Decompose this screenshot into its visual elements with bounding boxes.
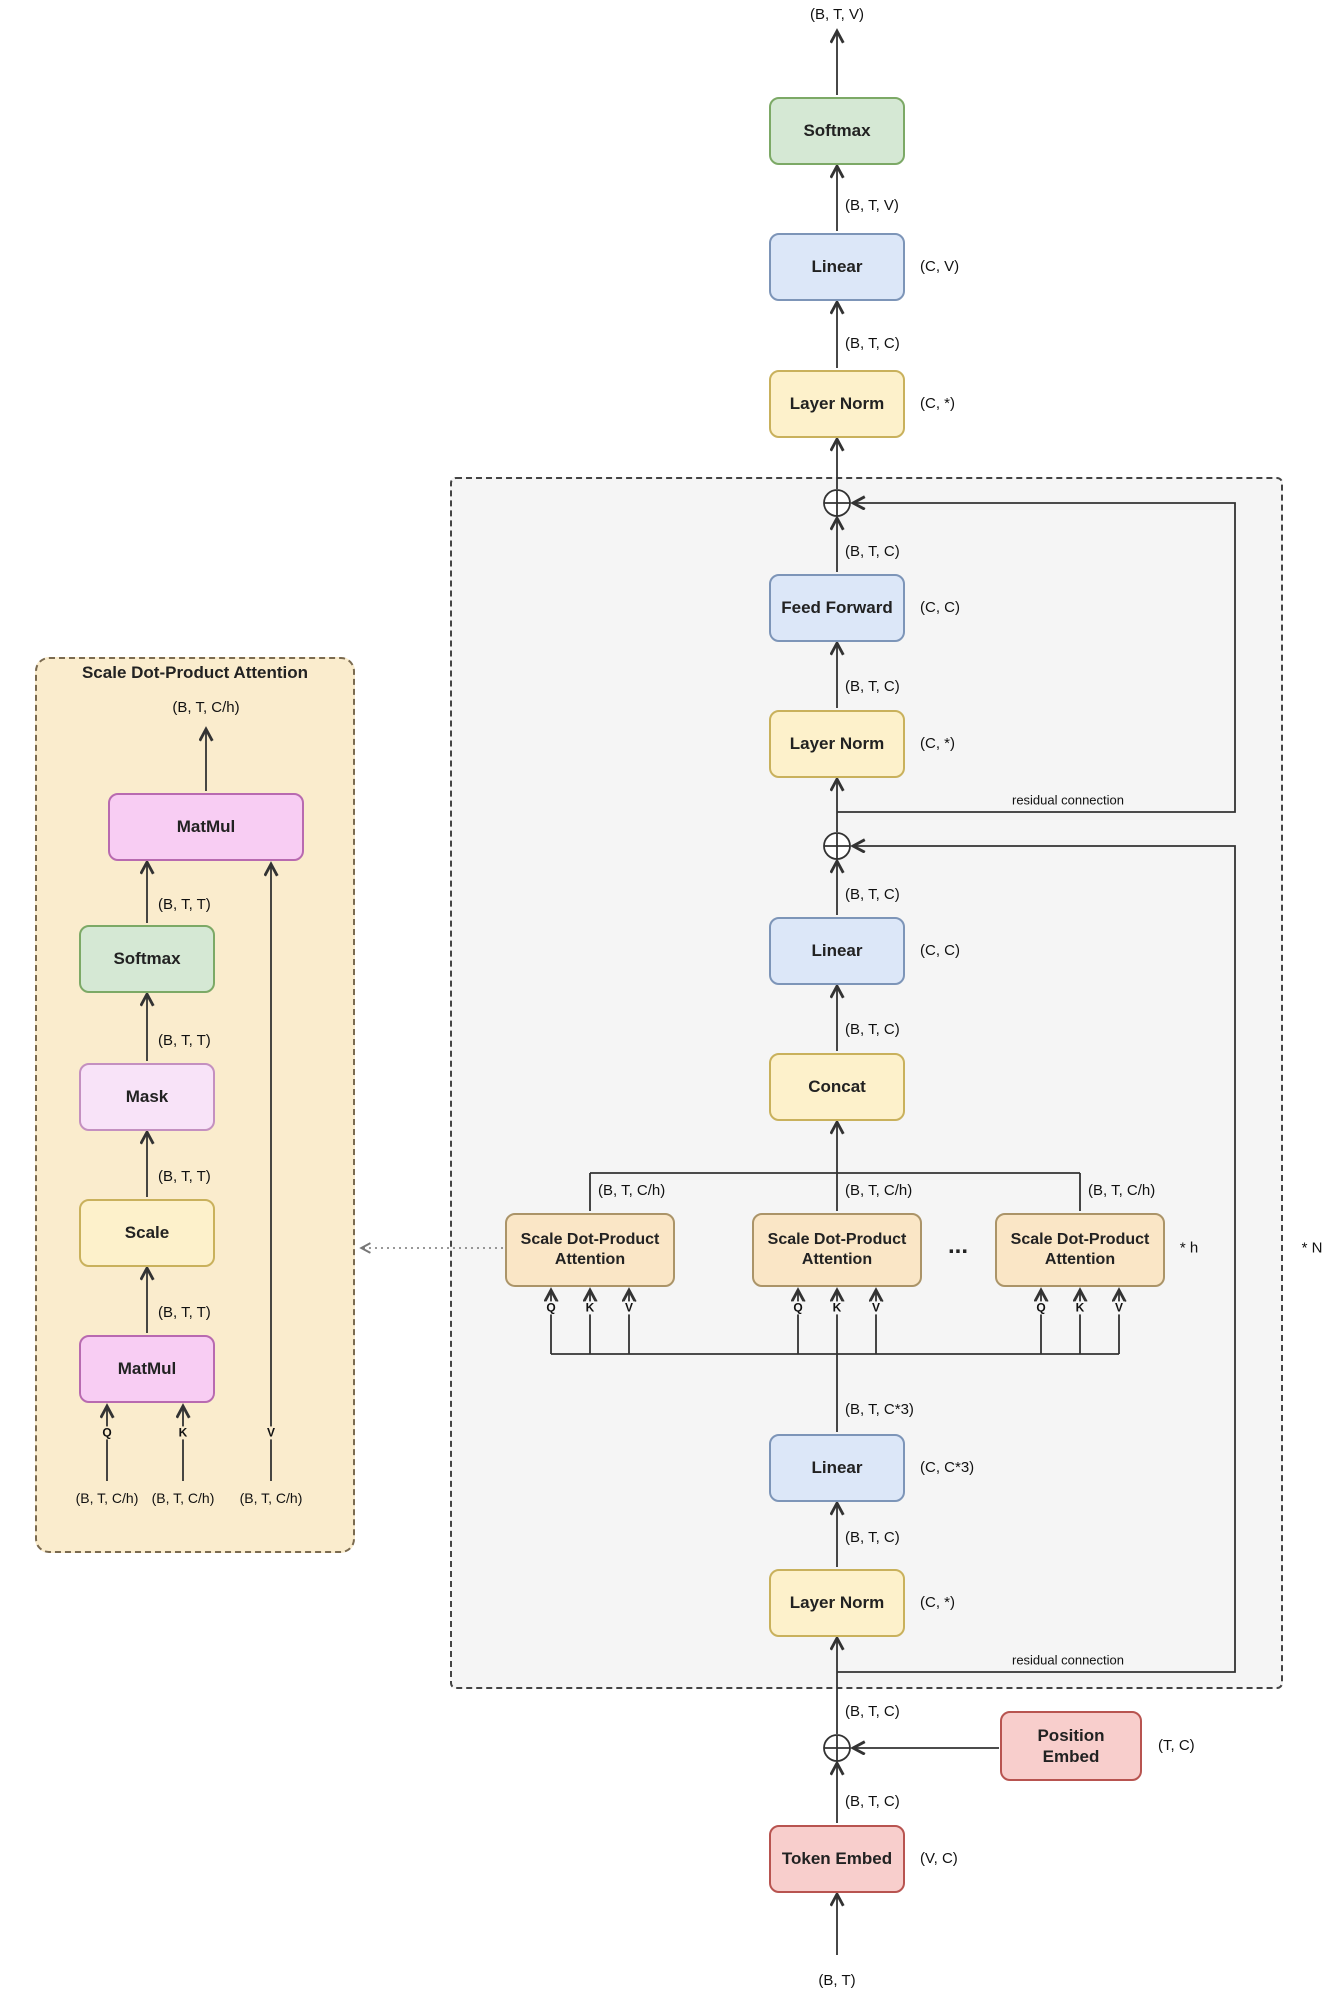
heads-repeat-label: * h: [1179, 1239, 1199, 1257]
layernorm1-param: (C, *): [920, 1594, 955, 1611]
detail-mask-box: Mask: [79, 1063, 215, 1131]
layernorm2-box: Layer Norm: [769, 710, 905, 778]
embed-sum-output-shape: (B, T, C): [845, 1703, 900, 1720]
head2-q-label: Q: [791, 1300, 805, 1315]
detail-k-label: K: [176, 1425, 190, 1440]
head3-v-label: V: [1112, 1300, 1126, 1315]
attention-head-1-box: Scale Dot-Product Attention: [505, 1213, 675, 1287]
head3-q-label: Q: [1034, 1300, 1048, 1315]
detail-k-shape: (B, T, C/h): [151, 1490, 215, 1506]
detail-matmul-output-shape: (B, T, T): [158, 1304, 211, 1321]
residual-connection-label-bottom: residual connection: [1008, 1652, 1128, 1668]
detail-softmax-output-shape: (B, T, T): [158, 896, 211, 913]
linear-head-box: Linear: [769, 233, 905, 301]
detail-scale-box: Scale: [79, 1199, 215, 1267]
block-repeat-label: * N: [1301, 1239, 1323, 1257]
attention-head-2-box: Scale Dot-Product Attention: [752, 1213, 922, 1287]
detail-mask-output-shape: (B, T, T): [158, 1032, 211, 1049]
linear-qkv-param: (C, C*3): [920, 1459, 975, 1476]
attention-head-3-box: Scale Dot-Product Attention: [995, 1213, 1165, 1287]
detail-output-shape: (B, T, C/h): [172, 699, 240, 716]
head2-k-label: K: [830, 1300, 844, 1315]
feed-forward-output-shape: (B, T, C): [845, 543, 900, 560]
final-layernorm-box: Layer Norm: [769, 370, 905, 438]
final-layernorm-param: (C, *): [920, 395, 955, 412]
detail-q-shape: (B, T, C/h): [75, 1490, 139, 1506]
head1-q-label: Q: [544, 1300, 558, 1315]
linear-qkv-box: Linear: [769, 1434, 905, 1502]
detail-v-label: V: [264, 1425, 278, 1440]
linear-head-param: (C, V): [920, 258, 960, 275]
layernorm1-output-shape: (B, T, C): [845, 1529, 900, 1546]
head2-v-label: V: [869, 1300, 883, 1315]
layernorm2-param: (C, *): [920, 735, 955, 752]
detail-matmul-top-box: MatMul: [108, 793, 304, 861]
feed-forward-param: (C, C): [920, 599, 960, 616]
softmax-box: Softmax: [769, 97, 905, 165]
concat-box: Concat: [769, 1053, 905, 1121]
linear-proj-param: (C, C): [920, 942, 960, 959]
linear-proj-box: Linear: [769, 917, 905, 985]
token-embed-box: Token Embed: [769, 1825, 905, 1893]
output-shape-label: (B, T, V): [810, 6, 864, 23]
layernorm2-output-shape: (B, T, C): [845, 678, 900, 695]
residual-connection-label-top: residual connection: [1008, 792, 1128, 808]
head1-k-label: K: [583, 1300, 597, 1315]
position-embed-param: (T, C): [1158, 1737, 1195, 1754]
layernorm1-box: Layer Norm: [769, 1569, 905, 1637]
position-embed-box: Position Embed: [1000, 1711, 1142, 1781]
detail-q-label: Q: [100, 1425, 114, 1440]
heads-ellipsis: ...: [947, 1232, 969, 1259]
head2-output-shape: (B, T, C/h): [845, 1182, 913, 1199]
feed-forward-box: Feed Forward: [769, 574, 905, 642]
head1-v-label: V: [622, 1300, 636, 1315]
detail-v-shape: (B, T, C/h): [239, 1490, 303, 1506]
token-embed-param: (V, C): [920, 1850, 958, 1867]
add-node-embed: [823, 1734, 851, 1762]
head3-output-shape: (B, T, C/h): [1088, 1182, 1156, 1199]
detail-matmul-bottom-box: MatMul: [79, 1335, 215, 1403]
linear-head-input-shape: (B, T, C): [845, 335, 900, 352]
softmax-input-shape: (B, T, V): [845, 197, 899, 214]
attention-detail-title: Scale Dot-Product Attention: [81, 663, 309, 682]
detail-scale-output-shape: (B, T, T): [158, 1168, 211, 1185]
input-shape-label: (B, T): [818, 1972, 856, 1989]
concat-input-shape: (B, T, C): [845, 1021, 900, 1038]
token-embed-output-shape: (B, T, C): [845, 1793, 900, 1810]
head3-k-label: K: [1073, 1300, 1087, 1315]
linear-proj-output-shape: (B, T, C): [845, 886, 900, 903]
detail-softmax-box: Softmax: [79, 925, 215, 993]
linear-qkv-output-shape: (B, T, C*3): [845, 1401, 914, 1418]
head1-output-shape: (B, T, C/h): [598, 1182, 666, 1199]
